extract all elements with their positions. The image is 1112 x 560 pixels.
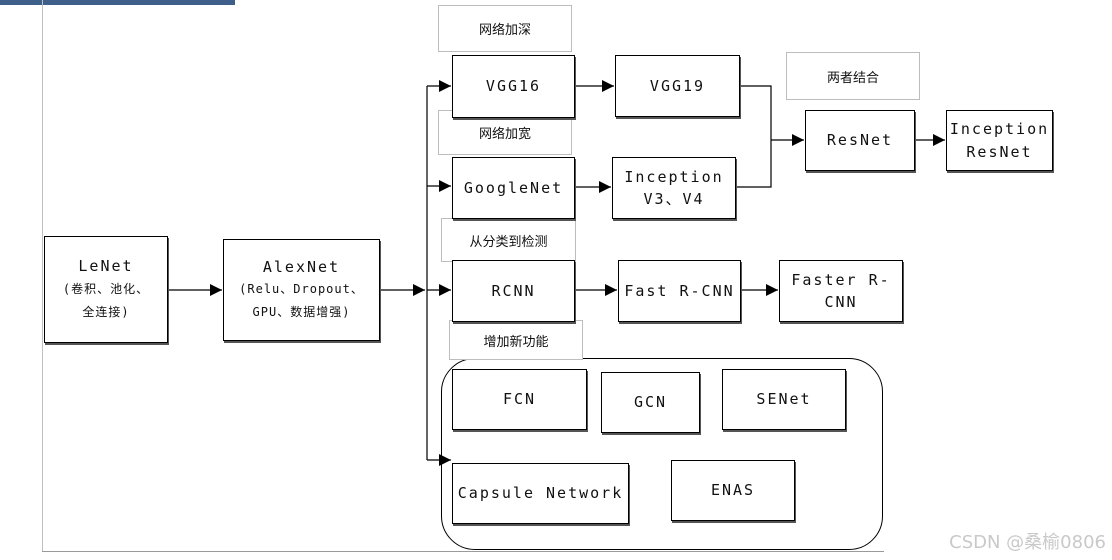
left-margin-rule: [42, 0, 43, 552]
label-deepen: 网络加深: [438, 5, 572, 52]
node-inception-resnet: Inception ResNet: [946, 110, 1053, 171]
new-features-group: [441, 358, 883, 550]
node-lenet-title: LeNet: [78, 257, 134, 276]
node-alexnet-desc-2: GPU、数据增强): [252, 305, 351, 320]
node-vgg16-label: VGG16: [485, 77, 542, 96]
node-vgg19-label: VGG19: [649, 76, 706, 95]
node-fast-rcnn: Fast R-CNN: [618, 260, 741, 322]
node-inception-resnet-line1: Inception: [949, 120, 1050, 138]
join-vgg19-resnet: [736, 85, 772, 188]
label-detection-text: 从分类到检测: [469, 234, 548, 250]
node-senet-label: SENet: [756, 390, 812, 409]
node-lenet-desc-2: 全连接): [82, 304, 130, 319]
label-detection: 从分类到检测: [441, 218, 576, 262]
node-faster-rcnn-label: Faster R-CNN: [791, 270, 891, 312]
label-combine-text: 两者结合: [826, 70, 879, 86]
node-enas: ENAS: [671, 460, 795, 521]
node-vgg19: VGG19: [615, 55, 740, 117]
label-combine: 两者结合: [786, 52, 920, 100]
label-new-features-text: 增加新功能: [483, 334, 549, 350]
label-widen-text: 网络加宽: [478, 127, 531, 142]
node-inception-v3v4-line1: Inception: [624, 167, 724, 186]
node-fast-rcnn-label: Fast R-CNN: [624, 281, 735, 300]
node-enas-label: ENAS: [710, 481, 756, 500]
node-rcnn: RCNN: [452, 260, 575, 322]
node-gcn-label: GCN: [633, 393, 668, 412]
top-accent-bar: [0, 0, 235, 5]
node-vgg16: VGG16: [452, 55, 575, 118]
label-new-features: 增加新功能: [449, 320, 583, 360]
node-capsule-network-label: Capsule Network: [457, 484, 624, 503]
node-inception-v3v4-line2: V3、V4: [643, 190, 705, 208]
node-resnet-label: ResNet: [826, 131, 894, 150]
node-senet: SENet: [722, 369, 846, 430]
node-alexnet-title: AlexNet: [262, 257, 341, 276]
node-alexnet-desc-1: (Relu、Dropout、: [239, 282, 364, 297]
bottom-margin-rule: [42, 551, 884, 552]
node-capsule-network: Capsule Network: [452, 463, 629, 524]
node-rcnn-label: RCNN: [491, 281, 536, 300]
node-alexnet: AlexNet (Relu、Dropout、 GPU、数据增强): [223, 239, 380, 341]
label-deepen-text: 网络加深: [478, 23, 531, 38]
node-lenet: LeNet (卷积、池化、 全连接): [44, 236, 168, 343]
node-inception-resnet-line2: ResNet: [966, 142, 1033, 161]
node-inception-v3v4: Inception V3、V4: [612, 157, 736, 219]
node-googlenet: GoogleNet: [452, 157, 575, 219]
watermark: CSDN @桑榆0806: [949, 532, 1106, 553]
node-gcn: GCN: [601, 372, 700, 433]
node-fcn-label: FCN: [502, 390, 537, 409]
node-resnet: ResNet: [805, 110, 915, 171]
node-faster-rcnn: Faster R-CNN: [779, 260, 903, 322]
node-lenet-desc-1: (卷积、池化、: [62, 281, 150, 296]
node-fcn: FCN: [452, 369, 587, 430]
node-googlenet-label: GoogleNet: [463, 178, 564, 197]
